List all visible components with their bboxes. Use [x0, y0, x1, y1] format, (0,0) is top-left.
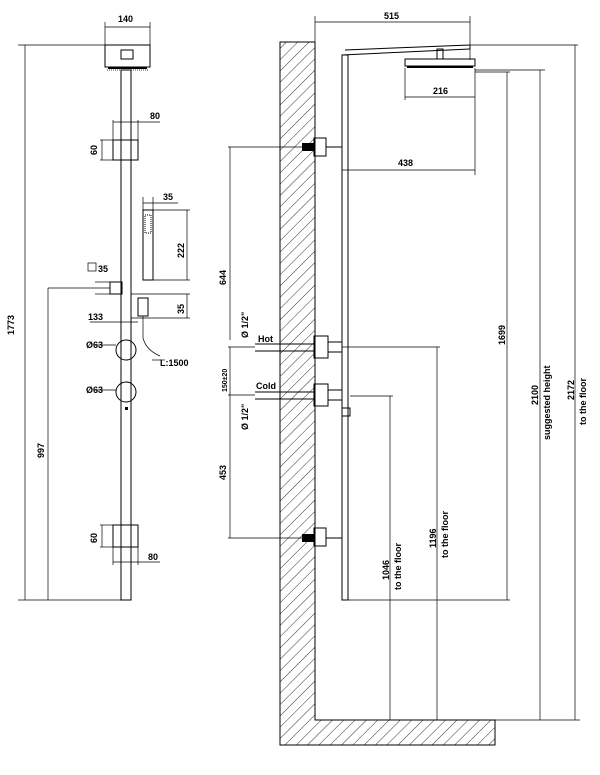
dim-outlet-offset: 133 — [88, 312, 103, 322]
handshower-holder — [109, 281, 123, 295]
dim-width-top: 140 — [118, 14, 133, 24]
side-bracket-bottom — [313, 527, 327, 547]
dim-knob-top: Ø63 — [86, 340, 103, 350]
front-column — [120, 69, 132, 601]
dim-knob-bottom: Ø63 — [86, 385, 103, 395]
dim-bracket-width-bottom: 80 — [148, 552, 158, 562]
inlet-hot — [313, 335, 329, 359]
hand-shower — [142, 209, 154, 281]
dim-handshower-height: 222 — [176, 243, 186, 258]
dim-hot-height: 1196 — [428, 528, 438, 548]
dim-bracket-spacing: 644 — [218, 270, 228, 285]
label-cold: Cold — [256, 381, 276, 391]
wall-bracket-bottom — [112, 524, 139, 548]
dim-total-height: 1773 — [6, 315, 16, 335]
shower-head-side — [404, 58, 476, 67]
side-view: 515 216 438 644 Hot Ø 1/2" — [218, 11, 588, 746]
shower-arm — [344, 44, 471, 51]
dim-inlet-hot-thread: Ø 1/2" — [240, 312, 250, 338]
side-column — [341, 54, 349, 601]
dim-bracket-height-top: 60 — [89, 145, 99, 155]
side-bracket-top — [313, 137, 327, 157]
dim-projection: 515 — [384, 11, 399, 21]
dim-inlet-spacing: 150±20 — [222, 369, 229, 392]
knob-top — [115, 339, 137, 361]
dim-bracket-width-top: 80 — [150, 111, 160, 121]
hose-outlet — [137, 297, 149, 317]
dim-hose-length: L:1500 — [160, 358, 189, 368]
inlet-cold — [313, 383, 329, 407]
label-hot: Hot — [258, 334, 273, 344]
knob-bottom — [115, 381, 137, 403]
hose — [142, 316, 161, 357]
dim-top-to-head: 1699 — [497, 325, 507, 345]
dim-mixer-height: 997 — [36, 443, 46, 458]
dim-suggested-height: 2100 — [530, 385, 540, 405]
dim-arm-length: 438 — [398, 158, 413, 168]
note-suggested-height: suggested height — [542, 365, 552, 440]
dim-lower-spacing: 453 — [218, 465, 228, 480]
dim-bracket-height-bottom: 60 — [89, 533, 99, 543]
dim-inlet-cold-thread: Ø 1/2" — [240, 404, 250, 430]
note-cold-height: to the floor — [393, 543, 403, 590]
dim-holder-size: 35 — [98, 264, 108, 274]
shower-head-front — [104, 44, 151, 68]
dim-max-height: 2172 — [566, 380, 576, 400]
note-max-height: to the floor — [578, 378, 588, 425]
front-view: 140 1773 80 60 35 222 — [6, 14, 190, 601]
note-hot-height: to the floor — [440, 511, 450, 558]
dim-head-width: 216 — [433, 86, 448, 96]
wall-bracket-top — [112, 139, 139, 161]
dim-cold-height: 1046 — [381, 560, 391, 580]
dim-holder-gap: 35 — [176, 304, 186, 314]
shower-head-joint — [120, 49, 134, 60]
dim-handshower-width: 35 — [163, 192, 173, 202]
